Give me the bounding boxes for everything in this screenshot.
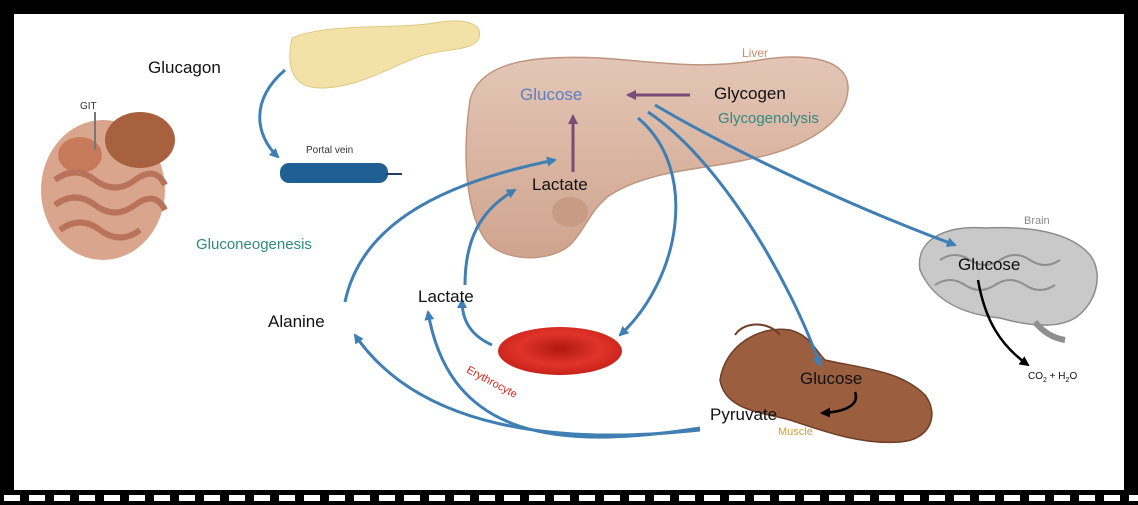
label-portal-vein: Portal vein [306,145,353,156]
label-lactate: Lactate [418,287,474,307]
label-brain: Brain [1024,215,1050,227]
label-erythrocyte: Erythrocyte [464,364,519,401]
label-alanine: Alanine [268,312,325,332]
label-gluconeogenesis: Gluconeogenesis [196,236,312,253]
plus-h-text: + H [1047,371,1066,382]
label-liver: Liver [742,46,768,60]
label-git: GIT [80,101,97,112]
label-glucose-brain: Glucose [958,255,1020,275]
label-co2-h2o: CO2 + H2O [1028,371,1077,384]
label-glucose-muscle: Glucose [800,369,862,389]
label-pyruvate: Pyruvate [710,405,777,425]
co2-text: CO [1028,371,1043,382]
h2o-o-text: O [1069,371,1077,382]
label-lactate-liver: Lactate [532,175,588,195]
label-glycogenolysis: Glycogenolysis [718,110,819,127]
label-glucose-liver: Glucose [520,85,582,105]
label-muscle: Muscle [778,426,813,438]
label-glycogen: Glycogen [714,84,786,104]
label-glucagon: Glucagon [148,58,221,78]
